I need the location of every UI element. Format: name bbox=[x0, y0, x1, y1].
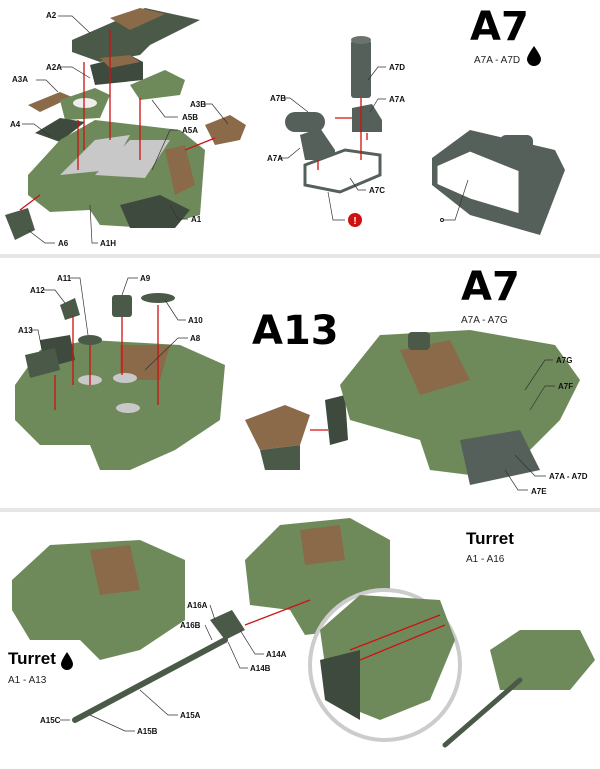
label-a7f: A7F bbox=[558, 382, 573, 391]
warning-glyph: ! bbox=[353, 216, 356, 227]
label-a1: A1 bbox=[191, 215, 202, 224]
turret-assembly-views bbox=[12, 518, 595, 748]
label-a5a: A5A bbox=[182, 126, 198, 135]
label-a3b: A3B bbox=[190, 100, 206, 109]
a7-exploded-view: ! A7B A7A A7D A7A A7C bbox=[267, 36, 405, 227]
section-divider bbox=[0, 508, 600, 512]
label-a16a: A16A bbox=[187, 601, 208, 610]
label-a16b: A16B bbox=[180, 621, 201, 630]
label-a5b: A5B bbox=[182, 113, 198, 122]
label-a13: A13 bbox=[18, 326, 33, 335]
step-title-a7: A7 bbox=[470, 4, 529, 50]
label-a8: A8 bbox=[190, 334, 201, 343]
turret-with-a7-view: A7G A7F A7A - A7D A7E bbox=[340, 330, 588, 496]
label-a14b: A14B bbox=[250, 664, 271, 673]
label-a2a: A2A bbox=[46, 63, 62, 72]
label-a7a: A7A bbox=[389, 95, 405, 104]
turret-title: Turret bbox=[466, 529, 514, 548]
glue-drop-icon bbox=[527, 46, 541, 66]
label-a2: A2 bbox=[46, 11, 57, 20]
glue-drop-icon bbox=[61, 652, 73, 670]
label-a12: A12 bbox=[30, 286, 45, 295]
step-title-a7: A7 bbox=[461, 264, 520, 310]
label-a9: A9 bbox=[140, 274, 151, 283]
label-a7a-a7d: A7A - A7D bbox=[549, 472, 588, 481]
step1-callouts: A2 A2A A3A A4 A5B A5A A3B A1 A6 A1H bbox=[10, 11, 229, 248]
label-a4: A4 bbox=[10, 120, 21, 129]
step-subtitle: A7A - A7G bbox=[461, 315, 508, 326]
section-divider bbox=[0, 254, 600, 258]
label-a7d: A7D bbox=[389, 63, 405, 72]
step-title-a13: A13 bbox=[252, 308, 339, 354]
hull-exploded-view bbox=[5, 8, 246, 240]
label-a10: A10 bbox=[188, 316, 203, 325]
label-a15c: A15C bbox=[40, 716, 61, 725]
label-a11: A11 bbox=[57, 274, 72, 283]
label-a3a: A3A bbox=[12, 75, 28, 84]
step-subtitle: A7A - A7D bbox=[474, 55, 520, 66]
turret-left-title: Turret bbox=[8, 649, 56, 668]
label-a7e: A7E bbox=[531, 487, 547, 496]
a7-assembled-view bbox=[432, 130, 565, 235]
turret-subtitle: A1 - A16 bbox=[466, 554, 505, 565]
label-a15a: A15A bbox=[180, 711, 201, 720]
label-a7g: A7G bbox=[556, 356, 572, 365]
step2-callouts: A11 A9 A12 A10 A13 A8 bbox=[18, 274, 203, 371]
turret-exploded-view bbox=[15, 293, 348, 470]
label-a7c: A7C bbox=[369, 186, 385, 195]
turret-left-subtitle: A1 - A13 bbox=[8, 675, 47, 686]
label-a1h: A1H bbox=[100, 239, 116, 248]
label-a7a: A7A bbox=[267, 154, 283, 163]
warning-icon bbox=[348, 213, 362, 227]
label-a15b: A15B bbox=[137, 727, 158, 736]
label-a14a: A14A bbox=[266, 650, 287, 659]
label-a7b: A7B bbox=[270, 94, 286, 103]
label-a6: A6 bbox=[58, 239, 69, 248]
step3-callouts: A16A A16B A14A A14B A15A A15C A15B bbox=[40, 601, 287, 736]
